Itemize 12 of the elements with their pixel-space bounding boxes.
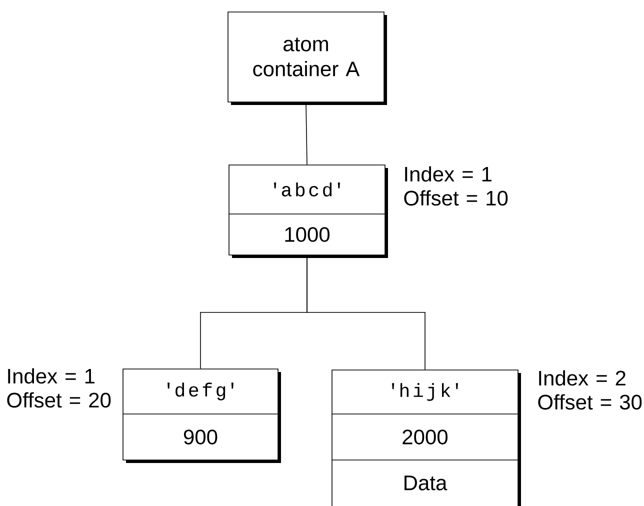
connector-line — [306, 255, 426, 370]
record-box: 'abcd' 1000 — [228, 164, 388, 258]
connector-line — [306, 102, 308, 165]
node-label: 2000 — [402, 430, 448, 444]
index-label: Index = 1 Offset = 20 — [7, 368, 111, 408]
node-label: Data — [404, 476, 448, 490]
index-label: Index = 1 Offset = 10 — [404, 166, 508, 206]
index-label: Index = 2 Offset = 30 — [538, 370, 642, 410]
record-box: 'defg' 900 — [122, 368, 281, 463]
record-box: 'hijk' 2000 Data — [332, 370, 521, 506]
node-label: 'hijk' — [392, 383, 458, 401]
container-box: atom container A — [228, 12, 387, 105]
